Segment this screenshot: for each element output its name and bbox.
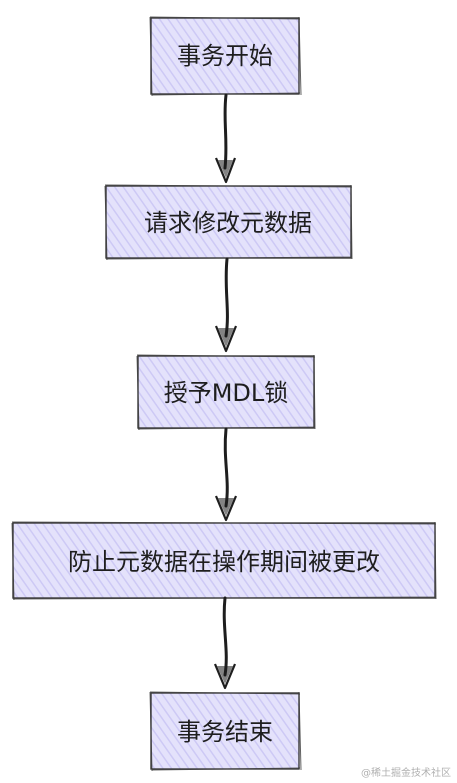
node-prevent-box [12,522,436,599]
edge-start-to-request [214,93,237,184]
node-grant-label: 授予MDL锁 [164,379,289,407]
node-end: 事务结束 [149,691,302,772]
node-request-label: 请求修改元数据 [144,209,312,237]
node-request: 请求修改元数据 [104,184,353,261]
node-start: 事务开始 [149,16,302,97]
node-grant: 授予MDL锁 [136,354,316,431]
node-prevent-label: 防止元数据在操作期间被更改 [68,548,380,576]
node-end-label: 事务结束 [177,718,273,746]
edge-prevent-to-end [213,596,237,690]
node-start-box [150,17,300,95]
node-prevent: 防止元数据在操作期间被更改 [11,521,437,601]
node-request-box [105,185,352,259]
edge-request-to-grant [214,257,238,353]
node-start-label: 事务开始 [177,42,273,70]
watermark: @稀土掘金技术社区 [361,768,451,779]
edge-grant-to-prevent [214,427,238,522]
